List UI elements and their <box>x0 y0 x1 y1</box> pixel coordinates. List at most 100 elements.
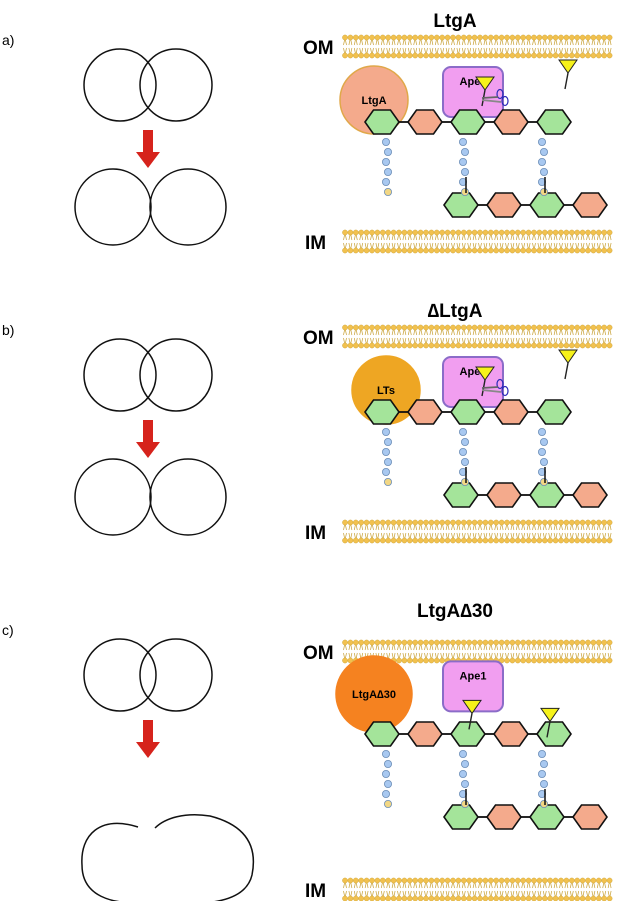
amino-acid <box>458 137 467 146</box>
amino-acid <box>381 177 390 186</box>
cell-division-diagram <box>81 638 255 901</box>
panel-label: b) <box>2 322 14 338</box>
amino-acid <box>538 157 547 166</box>
nag-sugar <box>364 109 400 135</box>
daughter-cell-right <box>149 458 227 536</box>
dap-residue <box>540 800 549 809</box>
nag-sugar <box>536 721 572 747</box>
amino-acid <box>460 147 469 156</box>
nag-sugar <box>529 192 565 218</box>
nam-sugar <box>493 721 529 747</box>
mother-cell-left <box>83 338 157 412</box>
scissors-icon <box>481 378 509 397</box>
dap-residue <box>460 187 469 196</box>
mother-cell-right <box>139 338 213 412</box>
amino-acid <box>538 447 547 456</box>
panel-label: a) <box>2 32 14 48</box>
glycan-strand-lower <box>443 804 608 830</box>
nag-sugar <box>443 482 479 508</box>
amino-acid <box>458 157 467 166</box>
division-arrow <box>136 720 160 758</box>
stem-peptide-3 <box>538 137 549 196</box>
acetyl-group-icon <box>558 349 578 380</box>
im-label: IM <box>305 233 326 254</box>
amino-acid <box>458 770 467 779</box>
inner-membrane <box>342 519 613 544</box>
amino-acid <box>540 760 549 769</box>
nam-sugar <box>486 192 522 218</box>
amino-acid <box>540 167 549 176</box>
nag-sugar <box>529 482 565 508</box>
nam-sugar <box>407 399 443 425</box>
inner-membrane <box>342 877 613 901</box>
stem-peptide-1 <box>381 427 392 486</box>
daughter-cell-right <box>149 168 227 246</box>
nag-sugar <box>536 399 572 425</box>
glycan-strand-upper <box>364 109 572 135</box>
outer-membrane <box>342 34 613 59</box>
stem-peptide-1 <box>381 137 392 196</box>
nam-sugar <box>493 399 529 425</box>
amino-acid <box>458 447 467 456</box>
nag-sugar <box>529 804 565 830</box>
panel-label: c) <box>2 622 14 638</box>
amino-acid <box>540 437 549 446</box>
nag-sugar <box>364 721 400 747</box>
mother-cell-right <box>139 48 213 122</box>
dap-residue <box>460 800 469 809</box>
enzyme-label: LtgA∆30 <box>352 689 396 701</box>
nam-sugar <box>572 804 608 830</box>
amino-acid <box>381 157 390 166</box>
glycan-strand-upper <box>364 721 572 747</box>
stem-peptide-2 <box>458 750 469 809</box>
mother-cell-left <box>83 48 157 122</box>
amino-acid <box>383 457 392 466</box>
cell-division-diagram <box>74 48 227 246</box>
dap-residue <box>540 187 549 196</box>
amino-acid <box>381 467 390 476</box>
amino-acid <box>381 750 390 759</box>
scissors-icon <box>481 88 509 107</box>
amino-acid <box>460 167 469 176</box>
ape1-label: Ape1 <box>460 670 487 682</box>
nag-sugar <box>364 399 400 425</box>
stem-peptide-2 <box>458 137 469 196</box>
amino-acid <box>383 437 392 446</box>
amino-acid <box>460 437 469 446</box>
amino-acid <box>383 760 392 769</box>
amino-acid <box>540 147 549 156</box>
outer-membrane <box>342 324 613 349</box>
amino-acid <box>381 137 390 146</box>
panel-title: LtgA <box>433 11 477 32</box>
amino-acid <box>538 770 547 779</box>
mother-cell-left <box>83 638 157 712</box>
nam-sugar <box>486 482 522 508</box>
im-label: IM <box>305 881 326 901</box>
dap-residue <box>383 477 392 486</box>
inner-membrane <box>342 229 613 254</box>
nag-sugar <box>450 399 486 425</box>
om-label: OM <box>303 38 334 59</box>
amino-acid <box>381 770 390 779</box>
nam-sugar <box>407 109 443 135</box>
amino-acid <box>381 427 390 436</box>
amino-acid <box>540 780 549 789</box>
amino-acid <box>460 780 469 789</box>
glycan-strand-lower <box>443 192 608 218</box>
amino-acid <box>381 790 390 799</box>
nag-sugar <box>450 721 486 747</box>
nam-sugar <box>407 721 443 747</box>
glycan-strand-lower <box>443 482 608 508</box>
om-label: OM <box>303 643 334 664</box>
amino-acid <box>538 427 547 436</box>
amino-acid <box>383 147 392 156</box>
stem-peptide-3 <box>538 750 549 809</box>
nag-sugar <box>536 109 572 135</box>
dap-residue <box>540 477 549 486</box>
enzyme-label: LtgA <box>361 95 386 107</box>
